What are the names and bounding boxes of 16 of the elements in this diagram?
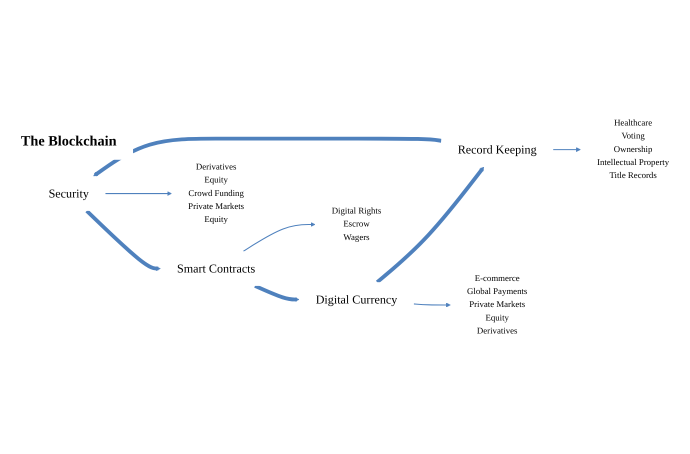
node-text: Security bbox=[48, 186, 89, 200]
node-text: Derivatives Equity Crowd Funding Private Markets Equity bbox=[188, 162, 244, 224]
node-text: Healthcare Voting Ownership Intellectual Property Title Records bbox=[597, 118, 670, 180]
node-text: Digital Rights Escrow Wagers bbox=[332, 206, 382, 242]
node-text: Record Keeping bbox=[458, 142, 537, 156]
arrow bbox=[414, 302, 451, 308]
arrow bbox=[105, 190, 172, 196]
arrow bbox=[85, 209, 161, 271]
arrow bbox=[553, 146, 581, 152]
node-text: Smart Contracts bbox=[177, 261, 256, 276]
arrow bbox=[93, 136, 442, 176]
arrow bbox=[254, 284, 300, 302]
node-text: E-commerce Global Payments Private Markets Equity Derivatives bbox=[467, 273, 528, 336]
node-text: Digital Currency bbox=[316, 292, 398, 306]
arrow bbox=[243, 222, 316, 252]
arrow bbox=[376, 166, 484, 284]
